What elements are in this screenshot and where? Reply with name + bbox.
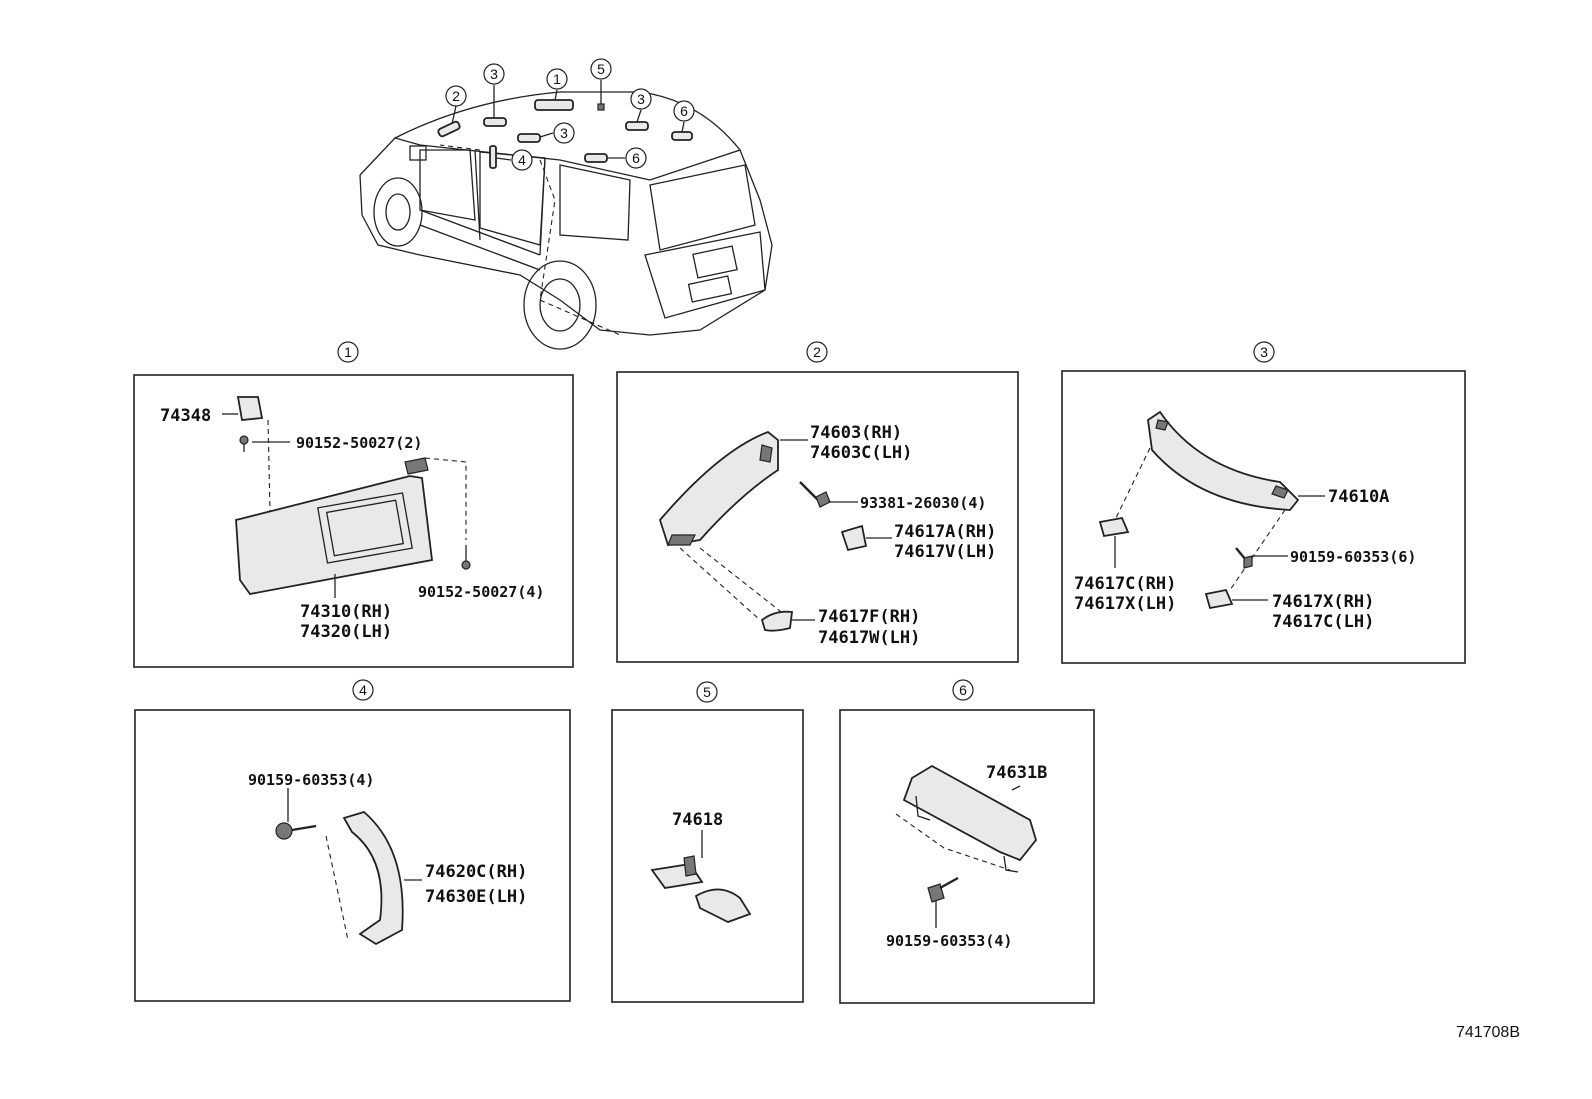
vehicle-callout: 3 <box>560 125 568 141</box>
panel-frame <box>133 374 574 668</box>
panel-5-hook: 5 74618 <box>611 681 804 1003</box>
callout-circle <box>511 149 533 171</box>
part-number-label: 74603(RH) <box>810 423 902 443</box>
callout-circle <box>590 58 612 80</box>
hook-cover-part <box>694 888 752 923</box>
assist-grip-part <box>658 430 779 547</box>
vehicle-callout: 3 <box>490 66 498 82</box>
bolt-part <box>275 822 293 840</box>
clip-part <box>1204 588 1234 610</box>
part-number-label: 74617X(LH) <box>1074 594 1176 614</box>
part-number-label: 74620C(RH) <box>425 862 527 882</box>
panel-number: 5 <box>703 684 711 700</box>
visor-holder-part <box>236 396 264 421</box>
part-number-label: 90159-60353(4) <box>248 771 374 789</box>
vehicle-illustration: 2 3 1 5 3 6 3 6 4 <box>359 58 773 350</box>
part-number-label: 90152-50027(2) <box>296 434 422 452</box>
callout-circle <box>625 147 647 169</box>
sun-visor-part <box>235 475 433 595</box>
grip-handle-part <box>342 810 404 946</box>
panel-frame <box>616 371 1019 663</box>
panel-number: 6 <box>959 682 967 698</box>
vehicle-callout: 1 <box>553 71 561 87</box>
bolt-part <box>927 883 945 903</box>
panel-number-circle <box>337 341 359 363</box>
panel-number-circle <box>1253 341 1275 363</box>
part-number-label: 74310(RH) <box>300 602 392 622</box>
vehicle-callout: 5 <box>597 61 605 77</box>
part-number-label: 74630E(LH) <box>425 887 527 907</box>
part-number-label: 74617C(LH) <box>1272 612 1374 632</box>
vehicle-callout: 6 <box>632 150 640 166</box>
callout-circle <box>546 68 568 90</box>
callout-circle <box>445 85 467 107</box>
panel-frame <box>839 709 1095 1004</box>
bracket-part <box>902 764 1037 862</box>
vehicle-callout: 2 <box>452 88 460 104</box>
panel-frame <box>611 709 804 1003</box>
panel-number: 1 <box>344 344 352 360</box>
panel-number: 3 <box>1260 344 1268 360</box>
vehicle-callout: 4 <box>518 152 526 168</box>
part-number-label: 74603C(LH) <box>810 443 912 463</box>
part-number-label: 74617V(LH) <box>894 542 996 562</box>
cover-part <box>760 610 794 632</box>
vehicle-callout: 3 <box>637 91 645 107</box>
panel-number: 2 <box>813 344 821 360</box>
panel-3-assist-grip: 3 74610A 90159-60353(6) 74617C(RH) 74617… <box>1061 341 1466 664</box>
panel-number-circle <box>696 681 718 703</box>
part-number-label: 74617C(RH) <box>1074 574 1176 594</box>
panel-number-circle <box>352 679 374 701</box>
part-number-label: 74320(LH) <box>300 622 392 642</box>
panel-frame <box>134 709 571 1002</box>
panel-4-grip-handle: 4 90159-60353(4) 74620C(RH) 74630E(LH) <box>134 679 571 1002</box>
part-number-label: 74618 <box>672 810 723 830</box>
callout-circle <box>630 88 652 110</box>
part-number-label: 90159-60353(6) <box>1290 548 1416 566</box>
panel-frame <box>1061 370 1466 664</box>
part-number-label: 90152-50027(4) <box>418 583 544 601</box>
diagram-reference: 741708B <box>1456 1024 1520 1041</box>
part-number-label: 74631B <box>986 763 1047 783</box>
part-number-label: 93381-26030(4) <box>860 494 986 512</box>
panel-1-sun-visor: 1 74348 90152-50027(2) 74310(RH) 74320(L… <box>133 341 574 668</box>
callout-circle <box>673 100 695 122</box>
panel-2-assist-grip: 2 74603(RH) 74603C(LH) 93381-26030(4) 74… <box>616 341 1019 663</box>
part-number-label: 90159-60353(4) <box>886 932 1012 950</box>
part-number-label: 74348 <box>160 406 211 426</box>
part-number-label: 74617F(RH) <box>818 607 920 627</box>
part-number-label: 74617W(LH) <box>818 628 920 648</box>
vehicle-callout: 6 <box>680 103 688 119</box>
panel-6-bracket: 6 74631B 90159-60353(4) <box>839 679 1095 1004</box>
part-number-label: 74617X(RH) <box>1272 592 1374 612</box>
assist-grip-part <box>1147 410 1300 511</box>
panel-number: 4 <box>359 682 367 698</box>
panel-number-circle <box>952 679 974 701</box>
clip-part <box>1098 516 1130 538</box>
cover-part <box>840 524 868 552</box>
callout-circle <box>483 63 505 85</box>
callout-circle <box>553 122 575 144</box>
part-number-label: 74610A <box>1328 487 1389 507</box>
part-number-label: 74617A(RH) <box>894 522 996 542</box>
panel-number-circle <box>806 341 828 363</box>
